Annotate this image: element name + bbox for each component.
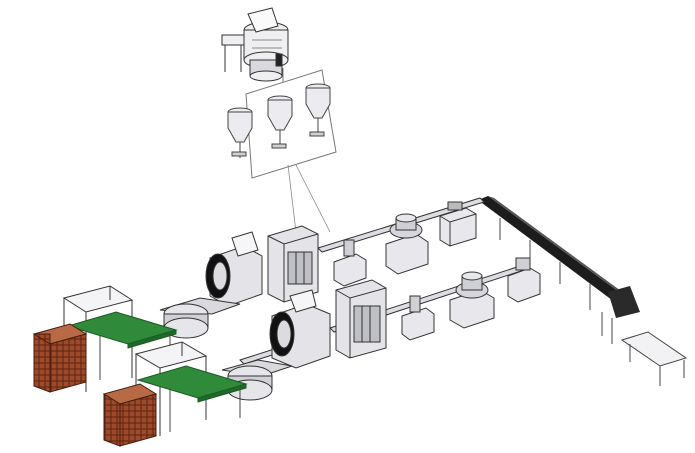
upper-cartoner <box>267 225 319 303</box>
lower-capper <box>507 257 541 303</box>
lower-green-table <box>136 365 248 432</box>
lower-blister-machine <box>269 289 331 369</box>
upper-pallet-stack <box>32 323 88 393</box>
lower-rotary-filler <box>449 271 495 329</box>
upper-rotary-table <box>159 297 241 339</box>
hopper-row <box>227 68 337 179</box>
inclined-conveyor <box>478 196 640 318</box>
lower-cartoner <box>335 279 387 359</box>
lower-small-unit <box>401 295 435 341</box>
silo-feeder <box>221 7 289 82</box>
upper-rotary-filler <box>385 213 429 275</box>
upper-green-table <box>66 311 178 380</box>
upper-blister-machine <box>205 231 263 307</box>
upper-small-unit <box>333 239 367 287</box>
feed-lines <box>287 164 331 233</box>
upper-capper <box>439 201 477 247</box>
outfeed-table <box>601 312 688 386</box>
lower-pallet-stack <box>102 383 158 447</box>
